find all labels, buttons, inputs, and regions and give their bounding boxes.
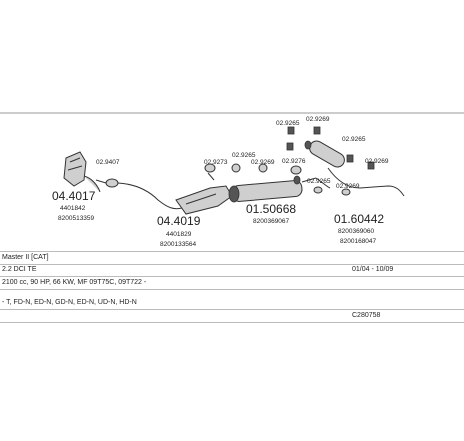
part2-number: 04.4019 bbox=[157, 214, 201, 228]
fitting-label-7: 02.9269 bbox=[306, 116, 330, 123]
rear-silencer-part bbox=[290, 140, 405, 197]
part4-oe2: 8200168047 bbox=[340, 238, 377, 245]
model-cell: Master II [CAT] bbox=[2, 254, 49, 261]
engine-cell: 2.2 DCI TE bbox=[2, 266, 37, 273]
fitting-label-6: 02.9265 bbox=[276, 120, 300, 127]
fitting-label-3: 02.9273 bbox=[204, 159, 228, 166]
fitting-label-4: 02.9269 bbox=[251, 159, 275, 166]
table-row: C280758 bbox=[0, 310, 464, 323]
part3-oe: 8200369067 bbox=[253, 218, 290, 225]
part4-number: 01.60442 bbox=[334, 212, 384, 226]
dates-cell: 01/04 - 10/09 bbox=[352, 266, 394, 273]
fitting-label-9: 02.9269 bbox=[365, 158, 389, 165]
part1-oe: 8200513359 bbox=[58, 215, 95, 222]
code-cell: C280758 bbox=[352, 312, 381, 319]
variants-cell: - T, FD-N, ED-N, GD-N, ED-N, UD-N, HD-N bbox=[2, 299, 137, 306]
middle-silencer-part bbox=[204, 163, 317, 203]
rubber-hanger-icons bbox=[286, 126, 375, 170]
part2-oe: 8200133564 bbox=[160, 241, 197, 248]
fitting-label-5: 02.9276 bbox=[282, 158, 306, 165]
part2-ref: 4401829 bbox=[166, 231, 192, 238]
fitting-label-10: 02.9265 bbox=[307, 178, 331, 185]
table-row: 2100 cc, 90 HP, 66 KW, MF 09T75C, 09T722… bbox=[0, 277, 464, 290]
manifold-part bbox=[63, 151, 101, 193]
fitting-label-8: 02.9265 bbox=[342, 136, 366, 143]
fitting-label-2: 02.9265 bbox=[232, 152, 256, 159]
part3-number: 01.50668 bbox=[246, 202, 296, 216]
part1-ref: 4401842 bbox=[60, 205, 86, 212]
front-clamp bbox=[95, 178, 119, 188]
part1-number: 04.4017 bbox=[52, 189, 96, 203]
part4-oe1: 8200369060 bbox=[338, 228, 375, 235]
table-row: 2.2 DCI TE 01/04 - 10/09 bbox=[0, 264, 464, 277]
fitting-label-11: 02.9269 bbox=[336, 183, 360, 190]
fitting-label-1: 02.9407 bbox=[96, 159, 120, 166]
spec-cell: 2100 cc, 90 HP, 66 KW, MF 09T75C, 09T722… bbox=[2, 279, 147, 286]
table-row: - T, FD-N, ED-N, GD-N, ED-N, UD-N, HD-N bbox=[0, 297, 464, 310]
catalyst-part bbox=[117, 182, 241, 215]
table-row: Master II [CAT] bbox=[0, 251, 464, 265]
